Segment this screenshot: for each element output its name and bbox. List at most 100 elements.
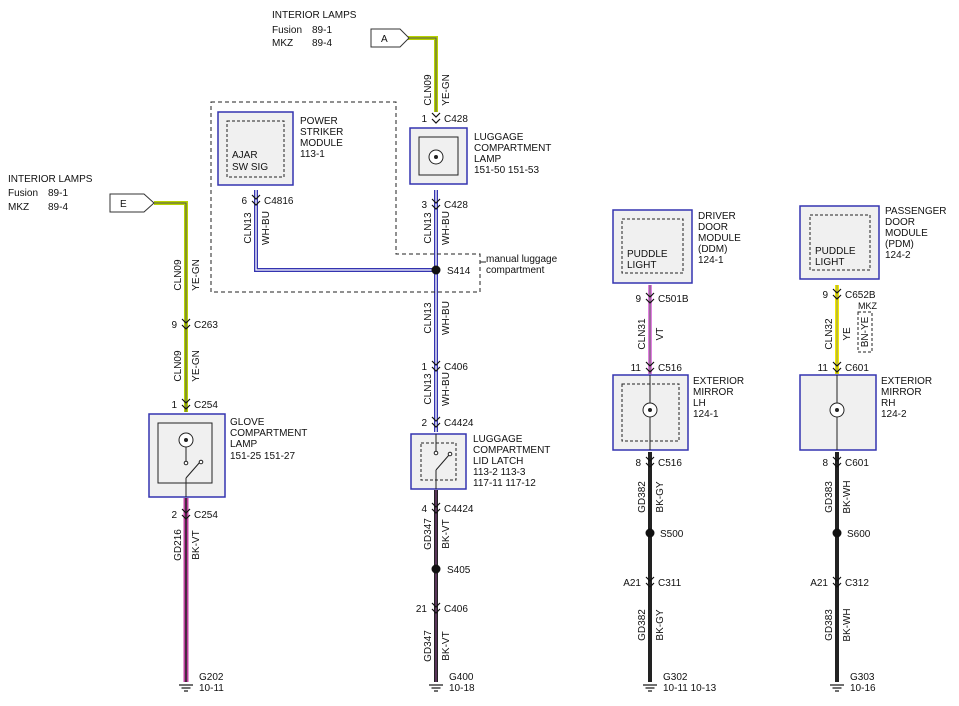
power-striker-inner2: SW SIG <box>232 162 268 173</box>
wire-color: BK-WH <box>842 480 853 513</box>
mirror-lh-label3: LH <box>693 398 706 409</box>
connector-name: C601 <box>845 458 869 469</box>
connector-name: C311 <box>658 578 682 589</box>
offpage-e-model1: Fusion <box>8 188 38 199</box>
splice-s414[interactable]: S414 <box>431 265 471 278</box>
offpage-connector-e[interactable]: E <box>109 193 155 213</box>
connector-c311[interactable]: A21 C311 <box>623 576 682 589</box>
offpage-a-title: INTERIOR LAMPS <box>272 10 357 21</box>
ground-name: G202 <box>199 672 224 683</box>
splice-s405[interactable]: S405 <box>431 564 471 577</box>
exterior-mirror-rh[interactable] <box>799 374 877 451</box>
connector-name: C652B <box>845 290 876 301</box>
driver-door-module[interactable]: PUDDLE LIGHT <box>612 209 693 284</box>
connector-c406-top[interactable]: 1 C406 <box>421 360 468 373</box>
connector-name: C516 <box>658 363 682 374</box>
luggage-lamp-label1: LUGGAGE <box>474 132 524 143</box>
ground-name: G302 <box>663 672 688 683</box>
pdm-label3: MODULE <box>885 228 928 239</box>
wire-circuit: CLN31 <box>637 318 648 350</box>
wire-circuit: GD347 <box>423 518 434 550</box>
connector-c263[interactable]: 9 C263 <box>171 318 218 331</box>
connector-name: C406 <box>444 362 468 373</box>
pdm-label4: (PDM) <box>885 239 914 250</box>
connector-name: C263 <box>194 320 218 331</box>
power-striker-label2: STRIKER <box>300 127 343 138</box>
wire-color: YE-GN <box>191 259 202 291</box>
luggage-compartment-lamp[interactable] <box>409 127 468 185</box>
connector-c516-top[interactable]: 11 C516 <box>631 361 683 374</box>
connector-pin: 1 <box>421 362 427 373</box>
connector-pin: A21 <box>623 578 641 589</box>
exterior-mirror-lh[interactable] <box>612 374 689 451</box>
wire-color: BK-VT <box>191 530 202 559</box>
splice-s600[interactable]: S600 <box>832 528 871 541</box>
wire-color: BK-VT <box>441 631 452 660</box>
ddm-ref: 124-1 <box>698 255 724 266</box>
ground-ref: 10-16 <box>850 683 876 694</box>
wire-circuit: CLN09 <box>173 259 184 291</box>
wire-label-cln09-e: CLN09 YE-GN <box>173 259 202 291</box>
offpage-e-title: INTERIOR LAMPS <box>8 174 93 185</box>
connector-pin: 11 <box>631 363 642 374</box>
ddm-label2: DOOR <box>698 222 728 233</box>
mirror-lh-ref: 124-1 <box>693 409 719 420</box>
connector-name: C516 <box>658 458 682 469</box>
offpage-connector-a[interactable]: A <box>370 28 410 48</box>
ddm-inner1: PUDDLE <box>627 249 668 260</box>
wire-color: BK-GY <box>655 609 666 640</box>
connector-name: C4424 <box>444 418 474 429</box>
mirror-lh-label2: MIRROR <box>693 387 734 398</box>
ground-ref: 10-11 10-13 <box>663 683 717 694</box>
wire-color: WH-BU <box>441 211 452 245</box>
connector-pin: 9 <box>171 320 177 331</box>
splice-s500[interactable]: S500 <box>645 528 684 541</box>
glove-lamp-label2: COMPARTMENT <box>230 428 307 439</box>
glove-compartment-lamp[interactable] <box>148 413 226 498</box>
power-striker-label3: MODULE <box>300 138 343 149</box>
wire-color: BK-GY <box>655 481 666 512</box>
passenger-door-module[interactable]: PUDDLE LIGHT <box>799 205 880 280</box>
connector-name: C406 <box>444 604 468 615</box>
wire-circuit: CLN09 <box>423 74 434 106</box>
splice-s500-label: S500 <box>660 529 684 540</box>
mirror-rh-label1: EXTERIOR <box>881 376 932 387</box>
offpage-e-letter: E <box>120 199 127 210</box>
luggage-lid-latch[interactable] <box>410 433 467 490</box>
mirror-rh-ref: 124-2 <box>881 409 907 420</box>
wire-circuit: GD383 <box>824 481 835 513</box>
power-striker-module[interactable]: AJAR SW SIG <box>217 111 294 186</box>
pdm-inner2: LIGHT <box>815 257 844 268</box>
ground-name: G400 <box>449 672 474 683</box>
connector-name: C428 <box>444 200 468 211</box>
manual-luggage-region <box>210 101 481 293</box>
offpage-a-ref2: 89-4 <box>312 38 332 49</box>
lid-latch-label2: COMPARTMENT <box>473 445 550 456</box>
connector-name: C601 <box>845 363 869 374</box>
glove-lamp-label3: LAMP <box>230 439 258 450</box>
